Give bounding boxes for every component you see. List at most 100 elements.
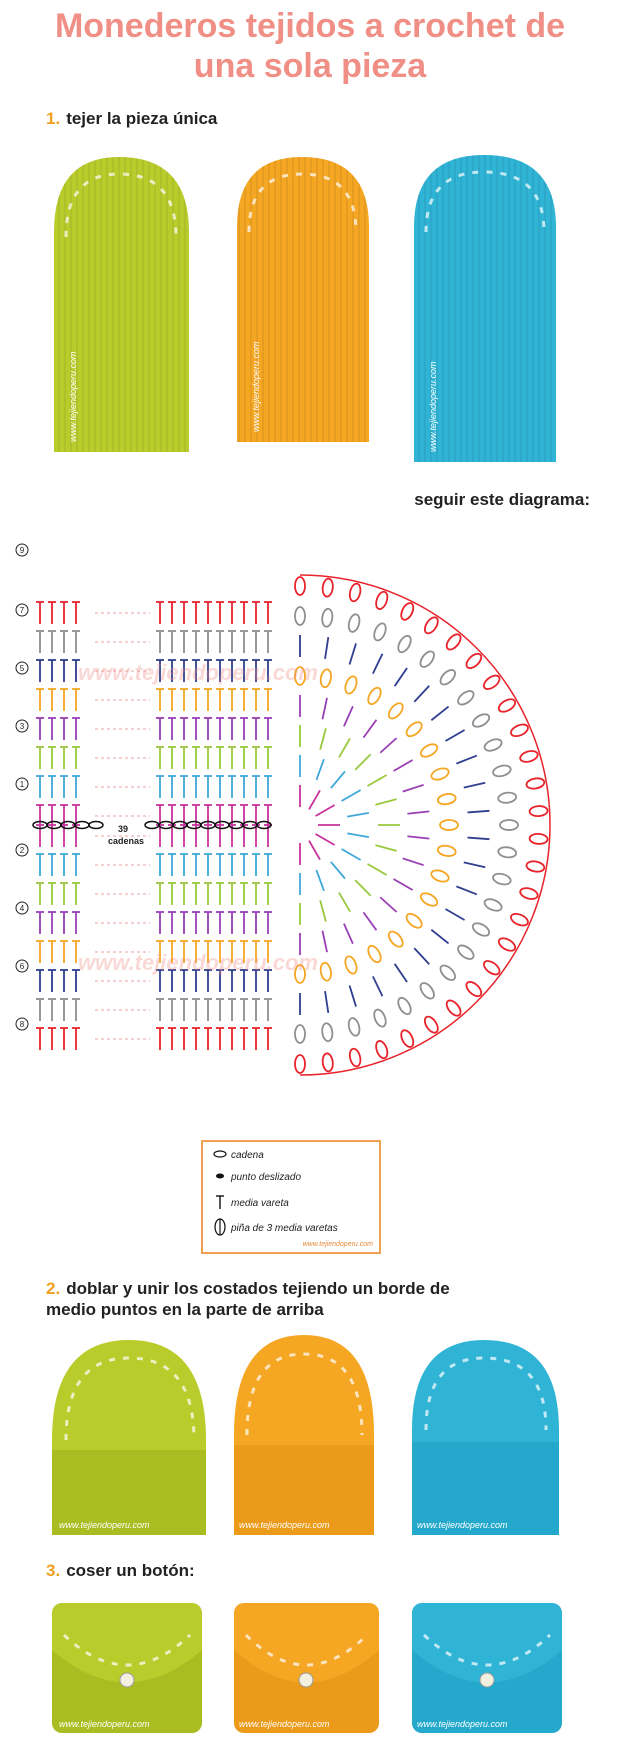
fan-stitch <box>467 809 490 814</box>
chain-count-label: 39 <box>118 824 128 834</box>
fan-stitch <box>492 872 512 886</box>
fan-stitch <box>445 729 465 742</box>
fan-stitch <box>348 1047 362 1068</box>
row-marker-circle <box>15 901 29 915</box>
piece-blue: www.tejiendoperu.com <box>414 155 556 462</box>
fan-stitch <box>315 758 325 781</box>
purse-orange-watermark: www.tejiendoperu.com <box>239 1719 330 1729</box>
fan-stitch <box>405 912 423 929</box>
fan-stitch <box>375 844 397 852</box>
fan-stitch <box>375 798 397 806</box>
legend-item-half-double: media vareta <box>213 1194 289 1213</box>
fan-stitch <box>393 667 408 687</box>
fan-stitch <box>497 937 517 952</box>
button-green <box>119 1672 135 1688</box>
fan-stitch <box>347 1017 361 1037</box>
fan-stitch <box>528 805 549 818</box>
step-2-photos: www.tejiendoperu.com www.tejiendoperu.co… <box>52 1335 559 1535</box>
fan-stitch <box>471 922 491 937</box>
fan-stitch <box>525 777 546 790</box>
step-1-photos: www.tejiendoperu.com www.tejiendoperu.co… <box>54 155 556 462</box>
fan-stitch <box>419 982 435 1000</box>
fan-stitch <box>519 887 539 900</box>
row-marker-circle <box>15 777 29 791</box>
legend-label-puff: piña de 3 media varetas <box>231 1223 338 1235</box>
row-marker: 5 <box>15 661 29 675</box>
step-2-text-line-2: medio puntos en la parte de arriba <box>46 1300 324 1319</box>
fan-stitch <box>348 985 357 1007</box>
row-marker-circle <box>15 843 29 857</box>
fan-stitch <box>405 721 423 738</box>
fan-stitch <box>324 636 330 660</box>
fan-stitch <box>294 1054 306 1074</box>
fan-stitch <box>348 643 357 665</box>
row-marker: 7 <box>15 603 29 617</box>
fan-stitch <box>319 961 332 982</box>
fan-stitch <box>347 832 370 839</box>
fan-stitch <box>294 606 306 626</box>
fan-stitch <box>436 844 457 857</box>
page-title: Monederos tejidos a crochet de una sola … <box>0 6 620 86</box>
legend-item-puff: piña de 3 media varetas <box>213 1218 338 1239</box>
row-marker-number: 2 <box>20 846 25 855</box>
row-marker-circle <box>15 959 29 973</box>
fan-stitch <box>419 743 439 758</box>
fan-stitch <box>528 832 549 845</box>
step-3-text: coser un botón: <box>66 1561 195 1580</box>
piece-green: www.tejiendoperu.com <box>54 157 189 452</box>
fan-stitch <box>321 607 334 628</box>
fan-stitch <box>315 833 336 846</box>
fan-stitch <box>423 616 439 635</box>
fan-stitch <box>510 912 529 927</box>
diagram-rows <box>32 601 272 1050</box>
fan-stitch <box>372 653 384 675</box>
diagram-fan <box>294 574 551 1076</box>
legend-site: www.tejiendoperu.com <box>302 1241 373 1248</box>
fan-stitch <box>343 923 354 945</box>
fan-stitch <box>497 698 517 713</box>
fan-stitch <box>372 975 384 997</box>
fan-stitch <box>465 652 483 670</box>
fan-stitch <box>483 738 503 752</box>
row-marker: 8 <box>15 1017 29 1031</box>
folded-orange: www.tejiendoperu.com <box>234 1335 374 1535</box>
fan-stitch <box>294 1024 306 1044</box>
fan-stitch <box>413 685 430 703</box>
fan-stitch <box>482 674 501 690</box>
row-marker-number: 3 <box>20 722 25 731</box>
fan-stitch <box>525 860 546 873</box>
button-blue <box>479 1672 495 1688</box>
fan-stitch <box>465 980 483 998</box>
fan-stitch <box>338 737 351 758</box>
chain-word-label: cadenas <box>108 836 144 846</box>
folded-green: www.tejiendoperu.com <box>52 1340 206 1535</box>
diagram-legend: cadena punto deslizado media vareta piña… <box>201 1140 381 1254</box>
row-marker-number: 9 <box>20 546 25 555</box>
diagram-watermark-bottom: www.tejiendoperu.com <box>78 950 318 975</box>
step-1-heading: 1.tejer la pieza única <box>46 108 217 129</box>
fan-stitch <box>402 857 424 867</box>
fan-stitch <box>341 848 362 861</box>
title-line-2: una sola pieza <box>193 47 427 85</box>
fan-stitch <box>445 908 465 921</box>
fan-stitch <box>341 789 362 802</box>
fan-stitch <box>321 577 334 598</box>
fan-stitch <box>483 898 503 912</box>
fan-stitch <box>463 781 486 789</box>
fan-stitch <box>338 892 351 913</box>
fan-stitch <box>294 666 306 686</box>
row-marker: 3 <box>15 719 29 733</box>
row-marker-circle <box>15 543 29 557</box>
row-marker-circle <box>15 719 29 733</box>
legend-label-half-double: media vareta <box>231 1198 289 1210</box>
fan-stitch <box>393 963 408 983</box>
fan-stitch <box>367 774 388 787</box>
row-marker: 2 <box>15 843 29 857</box>
fan-stitch <box>319 900 327 922</box>
fan-stitch <box>419 650 435 668</box>
fan-stitch <box>407 835 430 840</box>
row-marker-number: 8 <box>20 1020 25 1029</box>
purse-orange: www.tejiendoperu.com <box>234 1603 379 1733</box>
